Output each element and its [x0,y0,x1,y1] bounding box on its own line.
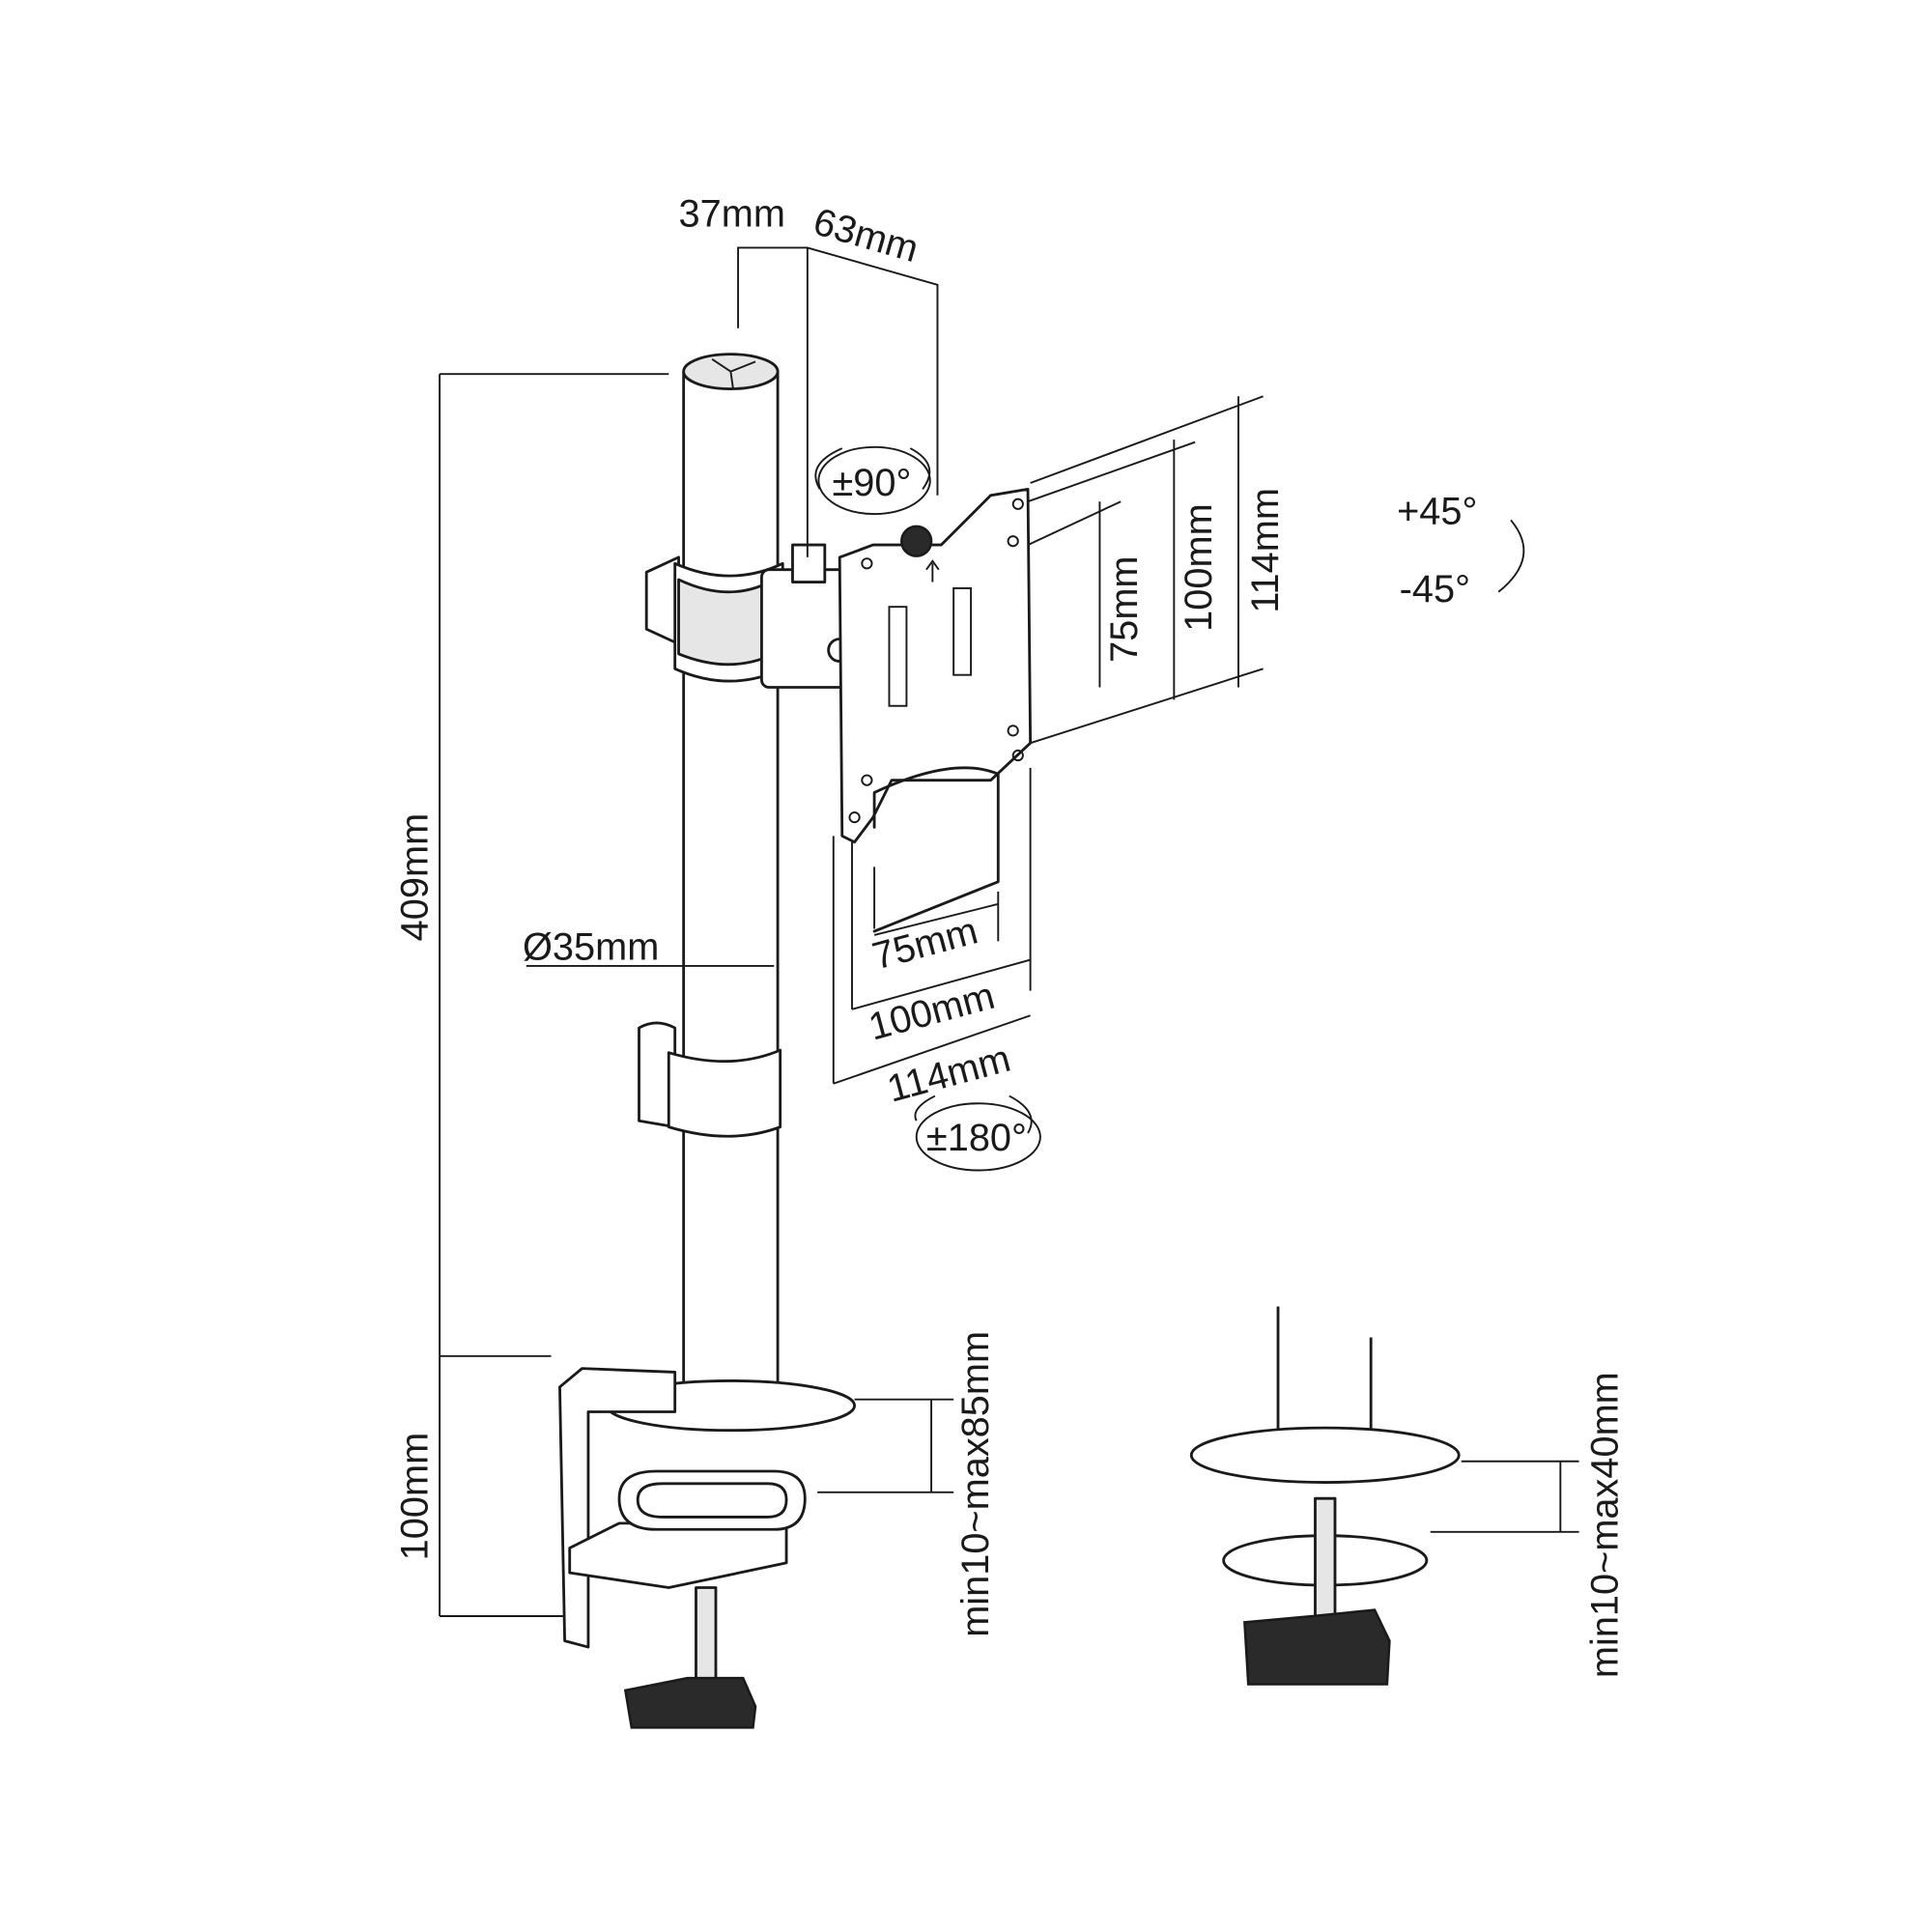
dim-vesa-100-v: 100mm [1178,503,1220,632]
tilt-knob [900,525,933,557]
cable-clip [638,1021,782,1138]
pole [682,353,780,1413]
rotation-rotate: ±180° [926,1117,1027,1159]
dimension-lines [439,246,1579,1617]
dim-409mm: 409mm [393,813,436,942]
dim-37mm: 37mm [679,193,785,236]
dim-clamp-100mm: 100mm [393,1433,436,1561]
rotation-tilt-up: +45° [1397,490,1477,532]
dim-63mm: 63mm [809,200,923,270]
dim-desk-clamp-range: min10~max85mm [954,1331,997,1637]
dim-vesa-114-v: 114mm [1244,488,1287,613]
dim-pole-diameter: Ø35mm [523,926,659,969]
dim-vesa-114-h: 114mm [883,1037,1015,1111]
dim-vesa-75-v: 75mm [1103,555,1146,662]
vesa-plate [838,487,1033,933]
dim-vesa-75-h: 75mm [868,909,982,978]
dim-grommet-range: min10~max40mm [1583,1372,1626,1678]
desk-clamp [558,1367,856,1729]
grommet-mount [1189,1306,1461,1686]
dim-vesa-100-h: 100mm [865,975,999,1049]
clamp-handle [623,1676,757,1729]
rotation-swivel: ±90° [833,462,912,504]
pole-collar [644,543,853,689]
rotation-tilt-down: -45° [1400,568,1470,611]
